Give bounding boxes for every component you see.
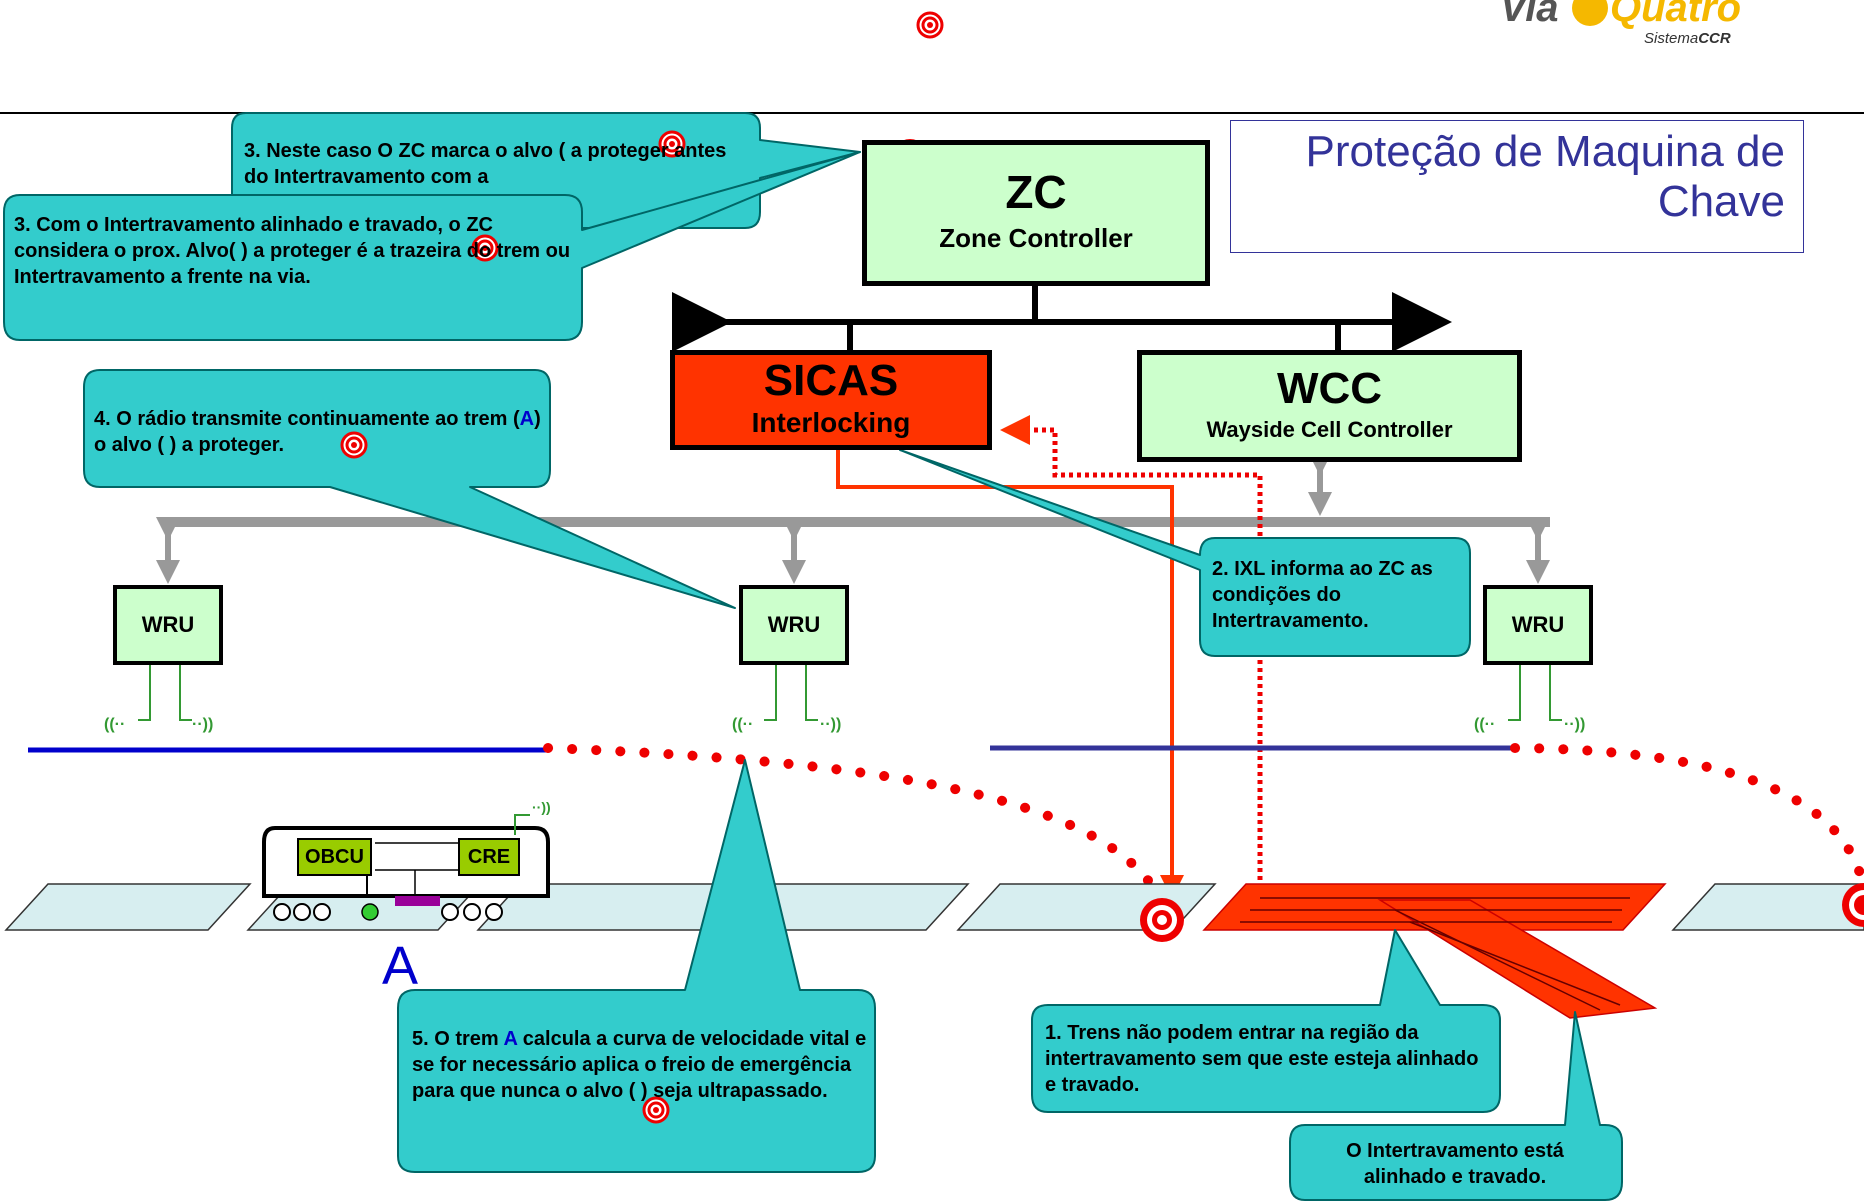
- logo: Via Quatro SistemaCCR: [1500, 0, 1830, 56]
- callout-interlocking-text: O Intertravamento está alinhado e travad…: [1346, 1140, 1564, 1188]
- svg-text:((··: ((··: [104, 716, 125, 733]
- interlocking-switch: [1202, 883, 1667, 1019]
- svg-text:··)): ··)): [1564, 716, 1585, 733]
- wru-label: WRU: [141, 612, 195, 637]
- authority-curve-left: [543, 743, 1160, 895]
- interlocking-feedback-line: [1000, 415, 1263, 880]
- callout-2-text: 2. IXL informa ao ZC as condições do Int…: [1212, 558, 1433, 632]
- zc-title: ZC: [1005, 166, 1067, 218]
- logo-via: Via: [1500, 0, 1559, 30]
- logo-quatro: Quatro: [1610, 0, 1742, 30]
- wcc-title: WCC: [1276, 364, 1383, 413]
- sicas-title: SICAS: [763, 356, 899, 405]
- sicas-node: SICAS Interlocking: [670, 350, 992, 450]
- wcc-subtitle: Wayside Cell Controller: [1206, 417, 1453, 442]
- wru-node-1: WRU: [113, 585, 223, 665]
- target-icon: [916, 11, 944, 39]
- obcu-unit: OBCU: [297, 838, 372, 876]
- svg-text:··)): ··)): [532, 799, 551, 815]
- svg-text:··)): ··)): [192, 716, 213, 733]
- svg-text:((··: ((··: [732, 716, 753, 733]
- zc-node: ZC Zone Controller: [862, 140, 1210, 286]
- wru-antennas: [138, 665, 1562, 721]
- page-title-line2: Chave: [1657, 177, 1785, 226]
- svg-text:((··: ((··: [1474, 716, 1495, 733]
- title-box: Proteção de Maquina de Chave: [1230, 120, 1804, 253]
- sicas-track-line: [836, 450, 1184, 899]
- logo-sistema: SistemaCCR: [1644, 30, 1731, 47]
- wru-label: WRU: [1511, 612, 1565, 637]
- wcc-node: WCC Wayside Cell Controller: [1137, 350, 1522, 462]
- radio-wave-glyphs: ((·· ··)) ((·· ··)) ((·· ··)): [104, 716, 1585, 733]
- logo-emblem-icon: [1572, 0, 1608, 26]
- wru-label: WRU: [767, 612, 821, 637]
- page-title-line1: Proteção de Maquina de: [1305, 127, 1785, 176]
- callout-1-text: 1. Trens não podem entrar na região da i…: [1045, 1022, 1479, 1096]
- callout-4-text: 4. O rádio transmite continuamente ao tr…: [94, 408, 541, 456]
- train-label: A: [382, 936, 419, 996]
- svg-text:··)): ··)): [820, 716, 841, 733]
- callout-shapes: [3, 112, 1623, 1201]
- wru-node-3: WRU: [1483, 585, 1593, 665]
- authority-curve-right: [1510, 743, 1864, 885]
- callout-3a-text: 3. Neste caso O ZC marca o alvo ( a prot…: [244, 140, 727, 188]
- wru-node-2: WRU: [739, 585, 849, 665]
- callout-3b-text: 3. Com o Intertravamento alinhado e trav…: [14, 214, 571, 288]
- zc-subtitle: Zone Controller: [939, 223, 1133, 253]
- sicas-subtitle: Interlocking: [751, 407, 911, 438]
- cre-unit: CRE: [458, 838, 520, 876]
- callout-5-text: 5. O trem A calcula a curva de velocidad…: [412, 1028, 867, 1102]
- target-icon: [1140, 898, 1184, 942]
- target-icon: [1842, 883, 1864, 927]
